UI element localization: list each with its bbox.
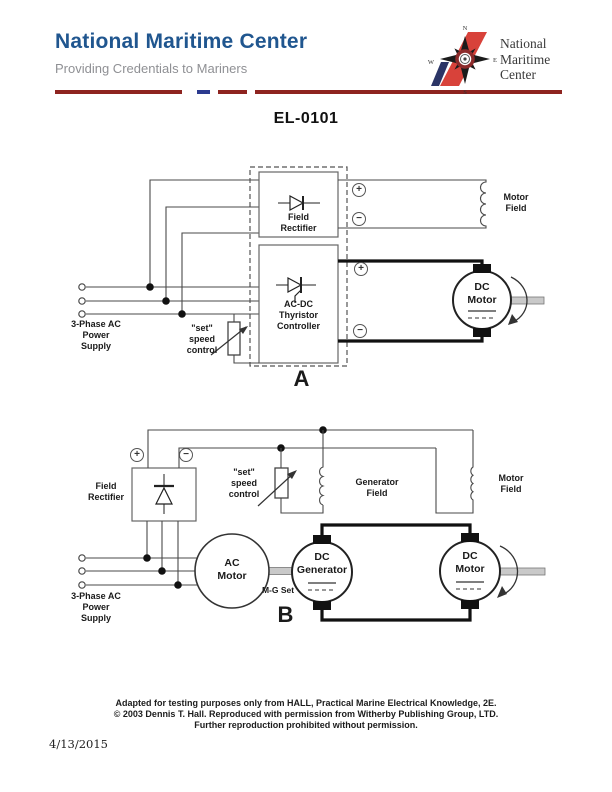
- supply-terminal-icon: [78, 283, 86, 291]
- mg-shaft-icon: [266, 567, 295, 575]
- footer-line-2: © 2003 Dennis T. Hall. Reproduced with p…: [113, 709, 499, 719]
- motor-field-label-b: Motor Field: [498, 473, 524, 494]
- plus-terminal-a-armature: +: [354, 262, 368, 276]
- document-code: EL-0101: [273, 110, 339, 127]
- compass-n-label: N: [463, 25, 468, 32]
- dc-motor-symbol-a: [452, 264, 545, 337]
- motor-field-label-a: Motor Field: [503, 192, 529, 213]
- brush-icon: [313, 535, 331, 544]
- junction-dot-icon: [162, 297, 170, 305]
- supply-lines-a: [78, 179, 259, 318]
- ac-motor-symbol-b: [194, 533, 270, 609]
- rotation-arrow-icon: [499, 545, 519, 596]
- mg-set-label: M-G Set: [261, 585, 295, 595]
- footer-line-1: Adapted for testing purposes only from H…: [115, 698, 497, 708]
- speed-control-label-a: "set" speed control: [186, 323, 218, 355]
- diagram-b: [78, 426, 546, 622]
- supply-lines-b: [78, 521, 199, 589]
- junction-dot-icon: [174, 581, 182, 589]
- potentiometer-icon: [257, 448, 324, 514]
- armature-loop-b: [320, 523, 472, 622]
- footer-line-3: Further reproduction prohibited without …: [194, 720, 418, 730]
- dc-motor-label-a: DC Motor: [467, 281, 497, 306]
- logo-wordmark: National Maritime Center: [500, 36, 551, 82]
- armature-wires-a: [338, 259, 484, 343]
- speed-control-label-b: "set" speed control: [228, 467, 260, 499]
- thyristor-label-a: AC-DC Thyristor Controller: [276, 299, 320, 331]
- minus-terminal-b-field: −: [179, 448, 193, 462]
- dc-generator-label-b: DC Generator: [296, 551, 348, 576]
- field-rectifier-label-a: Field Rectifier: [280, 212, 317, 233]
- diode-icon: [278, 194, 320, 212]
- motor-shaft-icon: [499, 567, 546, 576]
- rotation-arrow-icon: [510, 276, 528, 323]
- supply-terminal-icon: [78, 310, 86, 318]
- supply-label-b: 3-Phase AC Power Supply: [71, 591, 121, 623]
- supply-label-a: 3-Phase AC Power Supply: [71, 319, 121, 351]
- brush-icon: [461, 600, 479, 609]
- minus-terminal-a-armature: −: [353, 324, 367, 338]
- potentiometer-icon: [210, 314, 259, 364]
- compass-w-label: W: [428, 59, 435, 66]
- brush-icon: [473, 264, 491, 273]
- compass-logo-icon: N S W E: [428, 25, 497, 96]
- diode-icon: [154, 474, 174, 514]
- document-date: 4/13/2015: [49, 737, 108, 751]
- compass-s-label: S: [463, 89, 467, 96]
- supply-terminal-icon: [78, 581, 86, 589]
- dc-generator-symbol-b: [291, 535, 353, 610]
- plus-terminal-b-field: +: [130, 448, 144, 462]
- supply-terminal-icon: [78, 554, 86, 562]
- motor-field-coil-a: [338, 179, 487, 229]
- brush-icon: [313, 601, 331, 610]
- generator-field-label-b: Generator Field: [355, 477, 399, 498]
- page-subtitle: Providing Credentials to Mariners: [55, 61, 248, 76]
- dc-field-bus-b: [147, 426, 473, 468]
- dc-motor-label-b: DC Motor: [455, 550, 485, 575]
- brush-icon: [473, 328, 491, 337]
- minus-terminal-a-field: −: [352, 212, 366, 226]
- motor-field-coil-b: [435, 430, 474, 514]
- diagram-b-letter: B: [277, 602, 295, 627]
- diagram-a-letter: A: [293, 366, 311, 391]
- thyristor-icon: [276, 276, 316, 303]
- junction-dot-icon: [143, 554, 151, 562]
- ac-motor-label-b: AC Motor: [217, 557, 247, 582]
- page-title: National Maritime Center: [55, 30, 308, 53]
- junction-dot-icon: [158, 567, 166, 575]
- dc-motor-symbol-b: [439, 533, 546, 609]
- controller-enclosure-a: [249, 166, 348, 367]
- field-rectifier-label-b: Field Rectifier: [87, 481, 124, 502]
- compass-e-label: E: [493, 57, 497, 64]
- plus-terminal-a-field: +: [352, 183, 366, 197]
- supply-terminal-icon: [78, 297, 86, 305]
- thyristor-controller-box-a: [258, 244, 339, 364]
- junction-dot-icon: [178, 310, 186, 318]
- generator-field-coil-b: [319, 430, 325, 506]
- diagram-a: [78, 166, 545, 367]
- header-rule: [55, 90, 562, 94]
- junction-dot-icon: [146, 283, 154, 291]
- supply-terminal-icon: [78, 567, 86, 575]
- brush-icon: [461, 533, 479, 542]
